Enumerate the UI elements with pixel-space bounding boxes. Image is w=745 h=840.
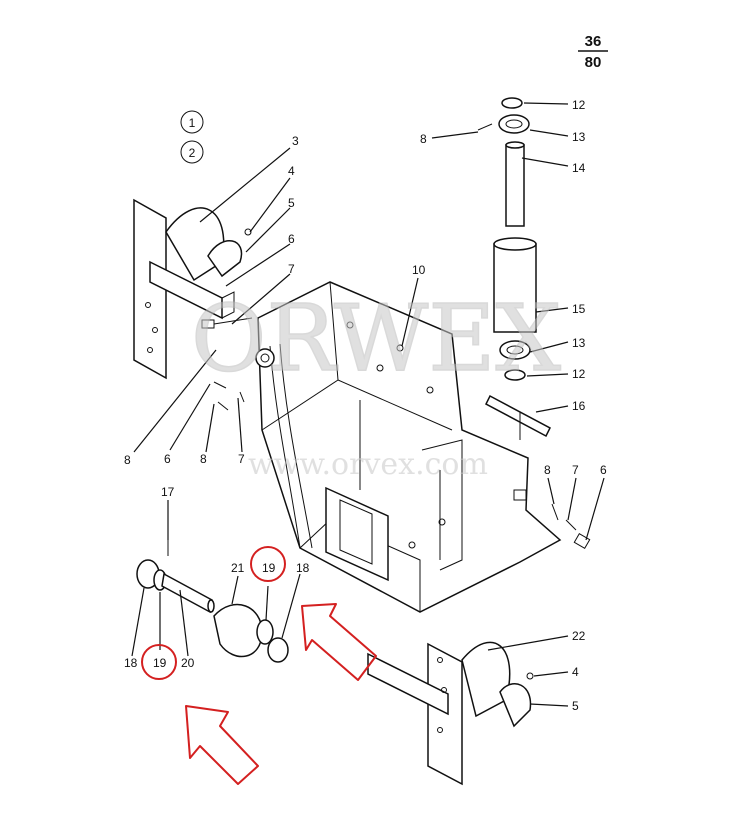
label-13: 13 <box>572 130 586 144</box>
roller-axle-assembly <box>136 500 289 663</box>
label-19: 19 <box>153 656 167 670</box>
label-8: 8 <box>124 453 131 467</box>
label-7: 7 <box>572 463 579 477</box>
svg-text:1: 1 <box>189 116 196 130</box>
label-18: 18 <box>296 561 310 575</box>
variant-marker-1: 1 <box>180 110 204 134</box>
label-6: 6 <box>164 452 171 466</box>
label-19: 19 <box>262 561 276 575</box>
leader-lines <box>131 102 605 707</box>
right-fasteners <box>551 503 591 550</box>
highlight-circle-19-lower <box>141 644 177 680</box>
red-arrow-lower <box>185 705 259 785</box>
page-number-numerator: 36 <box>585 33 602 50</box>
watermark: ORWEX www.orvex.com <box>190 284 562 482</box>
label-20: 20 <box>181 656 195 670</box>
label-6: 6 <box>600 463 607 477</box>
right-side-plate <box>367 641 534 786</box>
label-18: 18 <box>124 656 138 670</box>
part-labels: 3 4 5 6 7 8 6 8 7 10 8 12 13 14 15 13 12… <box>124 98 607 713</box>
label-13: 13 <box>572 336 586 350</box>
page-number-denominator: 80 <box>585 54 602 71</box>
label-21: 21 <box>231 561 245 575</box>
red-arrow-upper <box>301 603 377 681</box>
label-16: 16 <box>572 399 586 413</box>
label-7: 7 <box>288 262 295 276</box>
variant-marker-2: 2 <box>180 140 204 164</box>
label-22: 22 <box>572 629 586 643</box>
kingpin-assembly <box>477 97 551 440</box>
label-12: 12 <box>572 367 586 381</box>
highlight-markers <box>141 546 286 680</box>
svg-text:2: 2 <box>189 146 196 160</box>
highlight-arrows <box>185 603 377 785</box>
label-12: 12 <box>572 98 586 112</box>
label-4: 4 <box>288 164 295 178</box>
label-4: 4 <box>572 665 579 679</box>
watermark-logo: ORWEX <box>191 285 561 392</box>
left-side-plate <box>133 198 253 411</box>
highlight-circle-19-upper <box>250 546 286 582</box>
label-8: 8 <box>200 452 207 466</box>
main-frame <box>255 281 562 613</box>
label-6: 6 <box>288 232 295 246</box>
label-8: 8 <box>544 463 551 477</box>
label-5: 5 <box>288 196 295 210</box>
label-3: 3 <box>292 134 299 148</box>
label-10: 10 <box>412 263 426 277</box>
label-5: 5 <box>572 699 579 713</box>
label-14: 14 <box>572 161 586 175</box>
page-number: 36 80 <box>578 33 608 71</box>
label-8: 8 <box>420 132 427 146</box>
watermark-url: www.orvex.com <box>248 447 488 482</box>
label-7: 7 <box>238 452 245 466</box>
label-15: 15 <box>572 302 586 316</box>
label-17: 17 <box>161 485 175 499</box>
